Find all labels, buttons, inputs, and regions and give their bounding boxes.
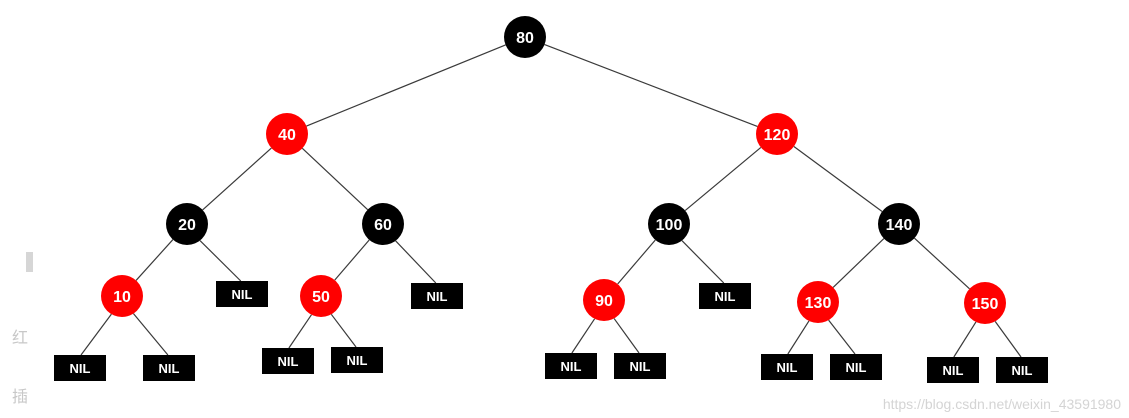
node-label: 120 [764, 127, 791, 144]
tree-edge [133, 313, 169, 356]
tree-edge [199, 240, 242, 282]
nil-label: NIL [846, 360, 867, 375]
tree-edge [828, 319, 856, 355]
tree-nil-leaves: NIL NIL NIL NIL NIL NIL NIL NIL NIL NIL NIL NIL NIL [54, 281, 1048, 383]
tree-edge [80, 313, 112, 356]
tree-node-90: 90 [583, 279, 625, 321]
nil-leaf: NIL [761, 354, 813, 380]
tree-edge [787, 320, 810, 355]
nil-label: NIL [777, 360, 798, 375]
nil-label: NIL [943, 363, 964, 378]
nil-label: NIL [70, 361, 91, 376]
tree-edge [832, 238, 885, 288]
node-label: 150 [972, 296, 999, 313]
tree-node-50: 50 [300, 275, 342, 317]
tree-edge [301, 147, 369, 211]
tree-nodes: 80 40 120 20 60 100 140 10 50 90 130 150 [101, 16, 1006, 324]
tree-edge [334, 239, 370, 281]
tree-node-10: 10 [101, 275, 143, 317]
tree-edges [80, 43, 1022, 358]
tree-edge [306, 44, 506, 127]
tree-edge [681, 240, 725, 284]
tree-node-60: 60 [362, 203, 404, 245]
node-label: 40 [278, 127, 296, 144]
nil-label: NIL [278, 354, 299, 369]
nil-leaf: NIL [262, 348, 314, 374]
tree-edge [617, 239, 656, 285]
nil-leaf: NIL [54, 355, 106, 381]
tree-edge [288, 314, 312, 349]
nil-label: NIL [1012, 363, 1033, 378]
node-label: 60 [374, 217, 392, 234]
node-label: 140 [886, 217, 913, 234]
tree-node-40: 40 [266, 113, 308, 155]
tree-edge [914, 237, 970, 290]
nil-leaf: NIL [331, 347, 383, 373]
tree-edge [395, 240, 437, 284]
tree-edge [571, 318, 596, 354]
node-label: 50 [312, 289, 330, 306]
nil-label: NIL [427, 289, 448, 304]
tree-node-20: 20 [166, 203, 208, 245]
tree-node-130: 130 [797, 281, 839, 323]
node-label: 130 [805, 295, 832, 312]
tree-edge [953, 321, 977, 358]
node-label: 90 [595, 293, 613, 310]
side-text-char: 插 [12, 387, 29, 406]
tree-edge [793, 145, 883, 213]
tree-node-80: 80 [504, 16, 546, 58]
tree-edge [202, 147, 272, 211]
tree-edge [330, 313, 357, 348]
tree-node-120: 120 [756, 113, 798, 155]
nil-label: NIL [232, 287, 253, 302]
tree-edge [684, 146, 762, 212]
node-label: 20 [178, 217, 196, 234]
nil-label: NIL [159, 361, 180, 376]
side-decoration-bar [26, 252, 33, 272]
tree-node-100: 100 [648, 203, 690, 245]
nil-label: NIL [347, 353, 368, 368]
nil-leaf: NIL [830, 354, 882, 380]
nil-leaf: NIL [614, 353, 666, 379]
side-text-char: 红 [12, 328, 29, 347]
nil-label: NIL [630, 359, 651, 374]
nil-label: NIL [715, 289, 736, 304]
nil-leaf: NIL [927, 357, 979, 383]
nil-leaf: NIL [545, 353, 597, 379]
tree-edge [994, 321, 1022, 358]
nil-leaf: NIL [996, 357, 1048, 383]
nil-leaf: NIL [216, 281, 268, 307]
node-label: 80 [516, 30, 534, 47]
tree-node-140: 140 [878, 203, 920, 245]
tree-edge [544, 43, 758, 128]
nil-leaf: NIL [699, 283, 751, 309]
tree-node-150: 150 [964, 282, 1006, 324]
node-label: 100 [656, 217, 683, 234]
nil-label: NIL [561, 359, 582, 374]
nil-leaf: NIL [411, 283, 463, 309]
node-label: 10 [113, 289, 131, 306]
nil-leaf: NIL [143, 355, 195, 381]
watermark-url: https://blog.csdn.net/weixin_43591980 [882, 396, 1121, 412]
tree-edge [613, 318, 640, 354]
tree-edge [135, 239, 174, 281]
